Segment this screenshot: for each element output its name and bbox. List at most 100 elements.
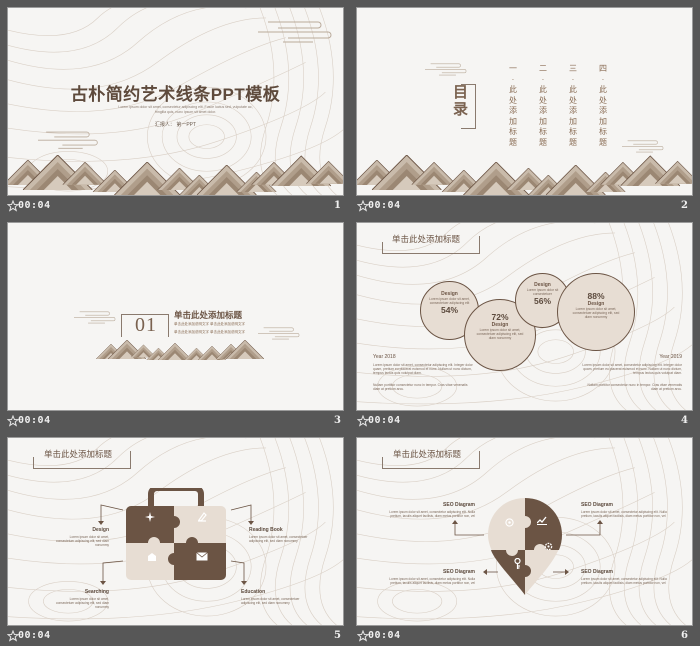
paragraph-right-2: Nullam porttitor consectetur nunc in tem… (587, 383, 682, 392)
slide-timing: 00:04 (18, 630, 51, 641)
subtitle-text: Lorem ipsum dolor sit amet, consectetur … (118, 105, 253, 114)
toc-item-1[interactable]: 一 · 此处添加标题 (508, 64, 518, 148)
slide-canvas[interactable]: 古朴简约艺术线条PPT模板 Lorem ipsum dolor sit amet… (7, 7, 344, 196)
slide-thumbnail-2[interactable]: 目录 一 · 此处添加标题 二 · 此处添加标题 三 · 此处添加标题 四 · … (350, 0, 700, 215)
circle-desc: Lorem ipsum dolor sit amet, consectetuer… (476, 328, 524, 340)
mountains-decoration (8, 155, 343, 195)
toc-index: 一 (509, 64, 517, 73)
slide-timing: 00:04 (368, 415, 401, 426)
key-icon (514, 558, 521, 569)
stat-circle-4: 88% Design Lorem ipsum dolor sit amet, c… (557, 273, 635, 351)
paragraph-left-1: Lorem ipsum dolor sit amet, consectetur … (373, 363, 473, 376)
reporter-name: 第一PPT (176, 122, 197, 128)
connector-arrows (452, 520, 603, 575)
slide-canvas[interactable]: 单击此处添加标题 Design Lorem (7, 437, 344, 626)
chart-icon (537, 516, 547, 525)
slide-header: 单击此处添加标题 (393, 449, 462, 459)
item-title-reading-book: Reading Book (249, 527, 283, 533)
item-desc: Lorem ipsum dolor sit amet, consectetur … (581, 577, 667, 585)
toc-index: 二 (539, 64, 547, 73)
item-desc: Lorem ipsum dolor sit amet, consectetur … (389, 577, 475, 585)
circle-desc: Lorem ipsum dolor sit consectetuer (526, 288, 559, 296)
number-bracket (166, 314, 169, 337)
slide-number: 3 (334, 415, 341, 426)
slide-thumbnail-4[interactable]: 单击此处添加标题 Design Lorem ipsum dolor sit am… (350, 215, 700, 430)
item-title-seo-4: SEO Diagram (581, 569, 613, 575)
heading-bracket (461, 84, 476, 129)
header-bracket (479, 451, 480, 469)
mountains-decoration (96, 340, 264, 360)
slide-number: 1 (334, 200, 341, 211)
toc-label: 此处添加标题 (599, 85, 607, 147)
item-desc: Lorem ipsum dolor sit amet, consectetur … (389, 510, 475, 518)
circle-desc: Lorem ipsum dolor sit amet, consectetuer… (429, 297, 470, 305)
slide-canvas[interactable]: 01 单击此处添加标题 单击此处添加说明文字 单击此处添加说明文字 单击此处添加… (7, 222, 344, 411)
cloud-decoration (74, 308, 119, 328)
header-bracket (479, 236, 480, 254)
year-label-left: Year 2018 (373, 354, 396, 360)
circle-percent: 72% (491, 312, 509, 322)
circle-desc: Lorem ipsum dolor sit amet, consectetuer… (572, 307, 620, 319)
target-icon (505, 518, 514, 527)
slide-canvas[interactable]: 目录 一 · 此处添加标题 二 · 此处添加标题 三 · 此处添加标题 四 · … (356, 7, 693, 196)
slide-number: 5 (334, 630, 341, 641)
slide-footer: 00:04 1 (0, 197, 350, 215)
slide-footer: 00:04 3 (0, 412, 350, 430)
slide-thumbnail-5[interactable]: 单击此处添加标题 Design Lorem (0, 430, 350, 645)
slide-thumbnail-1[interactable]: 古朴简约艺术线条PPT模板 Lorem ipsum dolor sit amet… (0, 0, 350, 215)
slide-number: 6 (681, 630, 688, 641)
slide-thumbnail-3[interactable]: 01 单击此处添加标题 单击此处添加说明文字 单击此处添加说明文字 单击此处添加… (0, 215, 350, 430)
header-bracket (382, 457, 479, 469)
open-mail-icon (148, 553, 156, 561)
paragraph-right-1: Lorem ipsum dolor sit amet, consectetur … (582, 363, 682, 376)
section-line: 单击此处添加说明文字 单击此处添加说明文字 (174, 330, 245, 334)
circle-title: Design (491, 322, 509, 328)
presentation-title: 古朴简约艺术线条PPT模板 (70, 85, 281, 104)
toc-label: 此处添加标题 (539, 85, 547, 147)
header-bracket (130, 451, 131, 469)
section-number: 01 (135, 314, 157, 336)
item-desc: Lorem ipsum dolor sit amet, consectetuer… (249, 535, 308, 543)
mountains-decoration (357, 155, 692, 195)
cloud-decoration (258, 18, 338, 48)
pen-icon (198, 512, 207, 522)
circle-title: Design (534, 282, 551, 288)
slide-timing: 00:04 (368, 630, 401, 641)
slide-canvas[interactable]: 单击此处添加标题 SEO Diagram Lorem i (356, 437, 693, 626)
slide-canvas[interactable]: 单击此处添加标题 Design Lorem ipsum dolor sit am… (356, 222, 693, 411)
number-bracket (121, 314, 169, 337)
toc-label: 此处添加标题 (569, 85, 577, 147)
cloud-decoration (425, 60, 470, 80)
toc-item-2[interactable]: 二 · 此处添加标题 (538, 64, 548, 148)
toc-index: 四 (599, 64, 607, 73)
paragraph-left-2: Nullam porttitor consectetur nunc in tem… (373, 383, 468, 392)
header-bracket (33, 457, 130, 469)
item-desc: Lorem ipsum dolor sit amet, consectetuer… (56, 535, 109, 547)
toc-sep: · (571, 74, 575, 84)
item-title-design: Design (92, 527, 109, 533)
toc-item-4[interactable]: 四 · 此处添加标题 (598, 64, 608, 148)
slide-timing: 00:04 (368, 200, 401, 211)
item-desc: Lorem ipsum dolor sit amet, consectetur … (581, 510, 667, 518)
item-desc: Lorem ipsum dolor sit amet, consectetuer… (241, 597, 300, 605)
item-title-education: Education (241, 589, 266, 595)
slide-timing: 00:04 (18, 200, 51, 211)
briefcase-puzzle-graphic (126, 488, 226, 580)
airplane-icon (145, 512, 155, 522)
reporter-label: 汇报人： (154, 122, 175, 128)
slide-timing: 00:04 (18, 415, 51, 426)
gear-icon (544, 542, 553, 551)
item-title-seo-2: SEO Diagram (581, 502, 613, 508)
reporter-line: 汇报人： 第一PPT (8, 121, 343, 128)
circle-title: Design (441, 291, 458, 297)
slide-number: 2 (681, 200, 688, 211)
slide-footer: 00:04 6 (350, 627, 700, 645)
slide-thumbnail-6[interactable]: 单击此处添加标题 SEO Diagram Lorem i (350, 430, 700, 645)
toc-sep: · (541, 74, 545, 84)
toc-index: 三 (569, 64, 577, 73)
toc-item-3[interactable]: 三 · 此处添加标题 (568, 64, 578, 148)
slide-header: 单击此处添加标题 (392, 234, 461, 244)
location-pin-puzzle-graphic (488, 498, 562, 595)
circle-percent: 54% (440, 305, 458, 315)
circle-percent: 56% (533, 296, 551, 306)
